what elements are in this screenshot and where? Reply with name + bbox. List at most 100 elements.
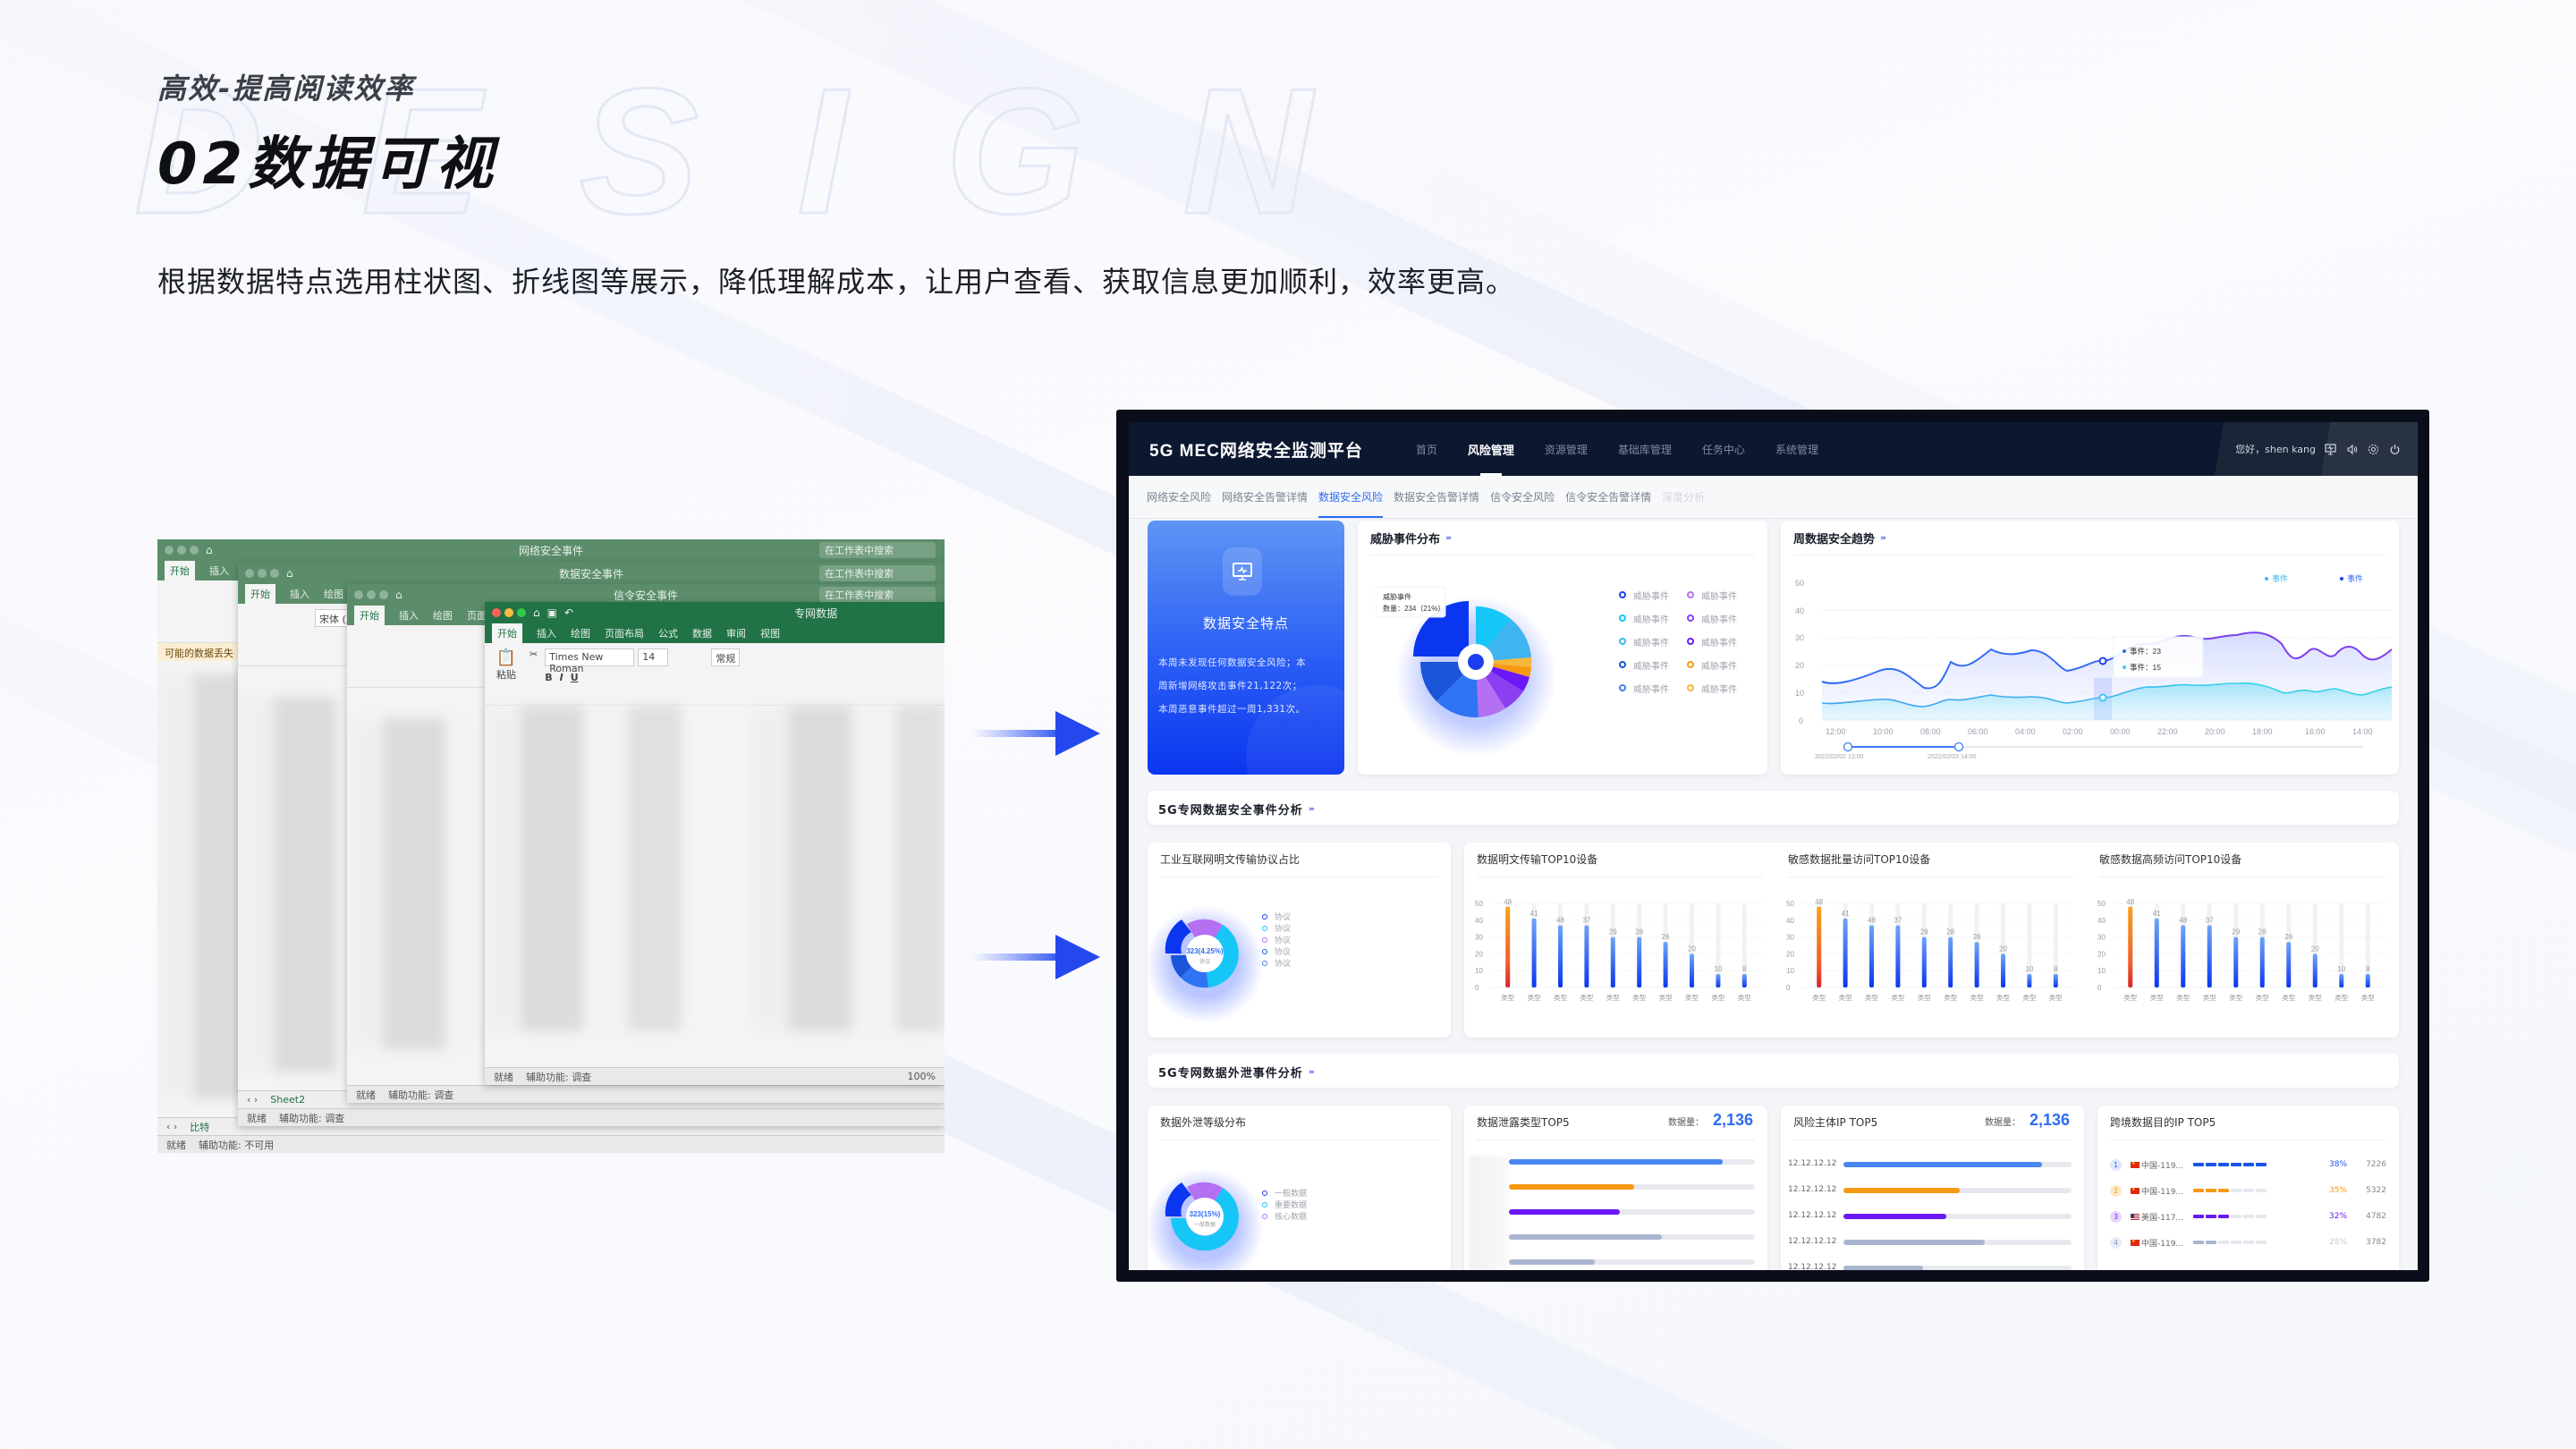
legend-item[interactable]: 协议 [1262, 957, 1291, 969]
nav-system-management[interactable]: 系统管理 [1775, 443, 1818, 456]
more-chevron-icon[interactable]: ››› [1445, 533, 1452, 543]
sheet-nav[interactable]: ‹ › [247, 1094, 258, 1106]
tab-layout[interactable]: 页面布局 [605, 628, 644, 640]
legend-item[interactable]: 核心数据 [1262, 1210, 1307, 1222]
hover-point[interactable] [2098, 657, 2107, 665]
home-icon[interactable]: ⌂ [533, 606, 540, 619]
tab-data[interactable]: 数据 [692, 628, 712, 640]
sheet-tab[interactable]: 比特 [190, 1121, 210, 1133]
subnav-network-risk[interactable]: 网络安全风险 [1147, 491, 1212, 504]
font-select[interactable]: Times New Roman [545, 648, 635, 674]
ip-row[interactable]: 12.12.12.12 [1788, 1211, 2072, 1224]
window-controls[interactable] [165, 546, 199, 555]
threat-pie-chart[interactable]: 威胁事件 数量：234（21%） [1376, 560, 1590, 766]
protocol-donut-chart[interactable]: 323(4.25%) 协议 [1148, 878, 1326, 1036]
bar-row[interactable] [1509, 1184, 1755, 1190]
italic-button[interactable]: I [559, 672, 564, 683]
tab-draw[interactable]: 绘图 [433, 610, 453, 622]
bar-row[interactable] [1509, 1234, 1755, 1240]
legend-item[interactable]: 协议 [1262, 922, 1291, 934]
more-chevron-icon[interactable]: ››› [1308, 804, 1315, 814]
bar-row[interactable] [1509, 1259, 1755, 1265]
sheet-tab[interactable]: Sheet2 [270, 1094, 306, 1106]
tab-home[interactable]: 开始 [245, 584, 275, 604]
tab-draw[interactable]: 绘图 [571, 628, 590, 640]
legend-item[interactable]: 威胁事件 [1619, 583, 1669, 606]
legend-item[interactable]: 重要数据 [1262, 1199, 1307, 1210]
window-controls[interactable] [492, 608, 526, 617]
home-icon[interactable]: ⌂ [395, 589, 402, 601]
legend-item[interactable]: 威胁事件 [1687, 676, 1737, 699]
tab-home[interactable]: 开始 [492, 623, 522, 643]
legend-item[interactable]: 协议 [1262, 945, 1291, 957]
ip-row[interactable]: 12.12.12.12 [1788, 1263, 2072, 1270]
settings-icon[interactable] [2366, 442, 2380, 456]
bar-row[interactable] [1509, 1159, 1755, 1165]
legend-item[interactable]: 威胁事件 [1687, 606, 1737, 630]
cross-border-row[interactable]: 2★中国-119...35%5322 [2110, 1183, 2386, 1198]
legend-item[interactable]: 协议 [1262, 911, 1291, 922]
tab-draw[interactable]: 绘图 [324, 589, 343, 600]
time-range-slider[interactable]: 2022/02/02 12:00 2022/02/03 14:00 [1815, 741, 2363, 761]
save-icon[interactable]: ▣ [547, 606, 557, 619]
excel-titlebar[interactable]: ⌂ 网络安全事件 在工作表中搜索 [157, 539, 945, 561]
window-controls[interactable] [354, 590, 388, 599]
font-size-select[interactable]: 14 [638, 648, 669, 666]
legend-item[interactable]: 威胁事件 [1687, 583, 1737, 606]
window-controls[interactable] [245, 569, 279, 578]
subnav-data-alerts[interactable]: 数据安全告警详情 [1394, 491, 1480, 504]
nav-home[interactable]: 首页 [1415, 443, 1437, 456]
trend-legend[interactable]: 事件 事件 [2265, 573, 2363, 583]
legend-item[interactable]: 威胁事件 [1619, 606, 1669, 630]
sheet-nav[interactable]: ‹ › [166, 1121, 178, 1132]
more-chevron-icon[interactable]: ››› [1308, 1067, 1315, 1077]
nav-resource-management[interactable]: 资源管理 [1544, 443, 1588, 456]
legend-item[interactable]: 威胁事件 [1687, 630, 1737, 653]
ip-row[interactable]: 12.12.12.12 [1788, 1159, 2072, 1172]
legend-item[interactable]: 威胁事件 [1687, 653, 1737, 676]
tab-insert[interactable]: 插入 [209, 565, 229, 577]
cut-icon[interactable]: ✂ [530, 648, 538, 660]
tab-view[interactable]: 视图 [760, 628, 780, 640]
excel-window-active[interactable]: ⌂ ▣ ↶ 专网数据 开始 插入 绘图 页面布局 公式 数据 审阅 视图 📋 粘… [485, 602, 945, 1085]
cross-border-row[interactable]: 4★中国-119...28%3782 [2110, 1235, 2386, 1250]
volume-icon[interactable] [2344, 442, 2359, 456]
hover-point[interactable] [2098, 693, 2107, 702]
nav-risk-management[interactable]: 风险管理 [1453, 422, 1530, 476]
nav-base-library[interactable]: 基础库管理 [1617, 443, 1672, 456]
subnav-network-alerts[interactable]: 网络安全告警详情 [1222, 491, 1309, 504]
undo-icon[interactable]: ↶ [564, 606, 574, 619]
bar-row[interactable] [1509, 1209, 1755, 1215]
sheet-search[interactable]: 在工作表中搜索 [819, 587, 936, 603]
user-greeting[interactable]: 您好，shen kang [2235, 444, 2316, 455]
ip-row[interactable]: 12.12.12.12 [1788, 1237, 2072, 1250]
sheet-search[interactable]: 在工作表中搜索 [819, 542, 936, 558]
more-chevron-icon[interactable]: ››› [1880, 533, 1886, 543]
nav-task-center[interactable]: 任务中心 [1701, 443, 1745, 456]
home-icon[interactable]: ⌂ [206, 544, 213, 556]
excel-titlebar[interactable]: ⌂ ▣ ↶ 专网数据 [485, 602, 945, 623]
tab-home[interactable]: 开始 [165, 561, 195, 580]
power-icon[interactable] [2387, 442, 2402, 456]
tab-insert[interactable]: 插入 [290, 589, 309, 600]
subnav-deep-analysis[interactable]: 深度分析 [1662, 491, 1706, 504]
subnav-signaling-alerts[interactable]: 信令安全告警详情 [1565, 491, 1652, 504]
legend-item[interactable]: 威胁事件 [1619, 653, 1669, 676]
leak-donut-chart[interactable]: 323(15%) 一般数据 [1148, 1141, 1326, 1270]
legend-item[interactable]: 一般数据 [1262, 1187, 1307, 1199]
zoom-level[interactable]: 100% [907, 1071, 936, 1082]
tab-review[interactable]: 审阅 [726, 628, 746, 640]
legend-item[interactable]: 威胁事件 [1619, 676, 1669, 699]
paste-button[interactable]: 📋 粘贴 [496, 648, 517, 681]
subnav-signaling-risk[interactable]: 信令安全风险 [1490, 491, 1555, 504]
ip-row[interactable]: 12.12.12.12 [1788, 1185, 2072, 1198]
legend-item[interactable]: 协议 [1262, 934, 1291, 945]
monitor-icon[interactable] [2323, 442, 2337, 456]
tab-insert[interactable]: 插入 [399, 610, 419, 622]
tab-home[interactable]: 开始 [354, 606, 385, 625]
bold-button[interactable]: B [545, 672, 553, 683]
tab-insert[interactable]: 插入 [537, 628, 556, 640]
